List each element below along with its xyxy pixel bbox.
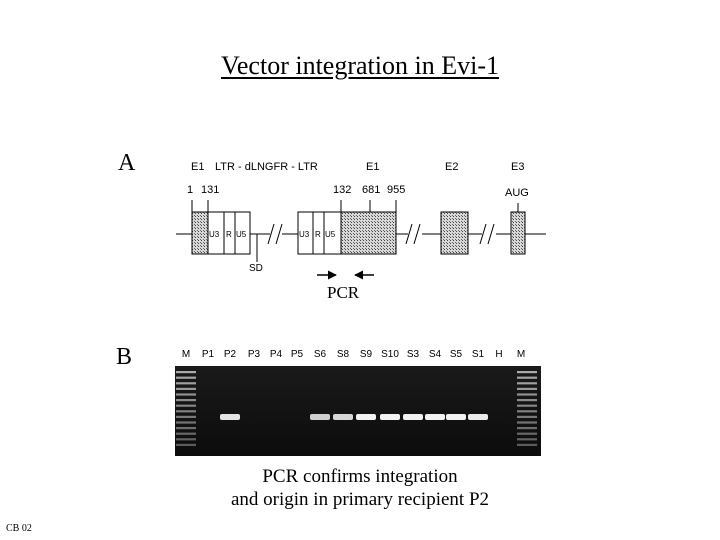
ladder-band xyxy=(176,382,196,385)
lane-label: S5 xyxy=(450,349,463,360)
caption-line-1: PCR confirms integration xyxy=(262,466,458,487)
ladder-band xyxy=(517,438,537,441)
corner-note: CB 02 xyxy=(6,523,32,534)
pcr-band xyxy=(446,414,466,420)
pcr-band xyxy=(403,414,423,420)
lane-label: S10 xyxy=(381,349,399,360)
lane-label: P4 xyxy=(270,349,283,360)
lane-labels: M P1 P2 P3 P4 P5 S6 S8 S9 S10 S3 S4 S5 S1 H M xyxy=(182,349,525,360)
exon-e2 xyxy=(440,211,469,255)
lane-label: S6 xyxy=(314,349,327,360)
position-1: 1 xyxy=(187,184,193,196)
break-mark xyxy=(479,223,487,245)
gel-image xyxy=(175,366,541,456)
break-mark xyxy=(267,223,275,245)
header-e1-right: E1 xyxy=(366,161,379,173)
ltr-right-u3: U3 xyxy=(299,230,310,239)
ltr-left xyxy=(207,211,251,255)
pcr-band xyxy=(220,414,240,420)
ltr-left-u5: U5 xyxy=(236,230,247,239)
lane-label: S9 xyxy=(360,349,373,360)
lane-label: S3 xyxy=(407,349,420,360)
ladder-band xyxy=(517,393,537,396)
slide-title: Vector integration in Evi-1 xyxy=(221,51,499,80)
pcr-band xyxy=(380,414,400,420)
header-e1-left: E1 xyxy=(191,161,204,173)
lane-label: H xyxy=(495,349,502,360)
pcr-band xyxy=(333,414,353,420)
position-681: 681 xyxy=(362,184,380,196)
ladder-band xyxy=(176,387,196,390)
exon-e1-right xyxy=(340,211,397,255)
exon-e3 xyxy=(510,211,526,255)
pcr-label: PCR xyxy=(327,283,360,302)
lane-label: P3 xyxy=(248,349,261,360)
pcr-band xyxy=(425,414,445,420)
pcr-band xyxy=(356,414,376,420)
position-131: 131 xyxy=(201,184,219,196)
ladder-band xyxy=(517,443,537,446)
ladder-band xyxy=(176,399,196,402)
ltr-right-u5: U5 xyxy=(325,230,336,239)
lane-label: P1 xyxy=(202,349,215,360)
lane-label: S1 xyxy=(472,349,485,360)
ladder-lanes xyxy=(176,371,537,446)
ladder-band xyxy=(517,404,537,407)
ladder-band xyxy=(176,404,196,407)
lane-label: P5 xyxy=(291,349,304,360)
ladder-band xyxy=(517,415,537,418)
ladder-band xyxy=(176,371,196,374)
header-e3: E3 xyxy=(511,161,524,173)
ladder-band xyxy=(176,376,196,379)
panel-b-label: B xyxy=(116,344,133,370)
pcr-band xyxy=(310,414,330,420)
lane-label: S8 xyxy=(337,349,350,360)
exon-e1-left xyxy=(191,211,209,255)
ladder-band xyxy=(517,387,537,390)
ladder-band xyxy=(176,410,196,413)
position-955: 955 xyxy=(387,184,405,196)
ladder-band xyxy=(517,382,537,385)
ladder-band xyxy=(176,415,196,418)
ltr-right-r: R xyxy=(315,230,321,239)
lane-label: M xyxy=(517,349,525,360)
ladder-band xyxy=(176,421,196,424)
ladder-band xyxy=(176,438,196,441)
ladder-band xyxy=(517,421,537,424)
ladder-band xyxy=(517,427,537,430)
pcr-bands xyxy=(220,414,488,420)
caption-line-2: and origin in primary recipient P2 xyxy=(230,489,490,510)
ltr-right xyxy=(297,211,342,255)
ladder-band xyxy=(176,427,196,430)
ladder-band xyxy=(517,399,537,402)
lane-label: P2 xyxy=(224,349,237,360)
position-132: 132 xyxy=(333,184,351,196)
break-mark xyxy=(405,223,413,245)
sd-label: SD xyxy=(249,263,263,274)
ladder-band xyxy=(176,432,196,435)
lane-label: S4 xyxy=(429,349,442,360)
panel-a-label: A xyxy=(118,150,136,176)
ladder-band xyxy=(517,371,537,374)
ladder-band xyxy=(517,432,537,435)
pcr-band xyxy=(468,414,488,420)
break-mark xyxy=(413,223,421,245)
break-mark xyxy=(487,223,495,245)
header-vector: LTR - dLNGFR - LTR xyxy=(215,161,318,173)
ladder-band xyxy=(176,393,196,396)
ladder-band xyxy=(176,443,196,446)
ladder-band xyxy=(517,376,537,379)
break-mark xyxy=(275,223,283,245)
aug-label: AUG xyxy=(505,187,529,199)
ladder-band xyxy=(517,410,537,413)
header-e2: E2 xyxy=(445,161,458,173)
ltr-left-u3: U3 xyxy=(209,230,220,239)
lane-label: M xyxy=(182,349,190,360)
ltr-left-r: R xyxy=(226,230,232,239)
